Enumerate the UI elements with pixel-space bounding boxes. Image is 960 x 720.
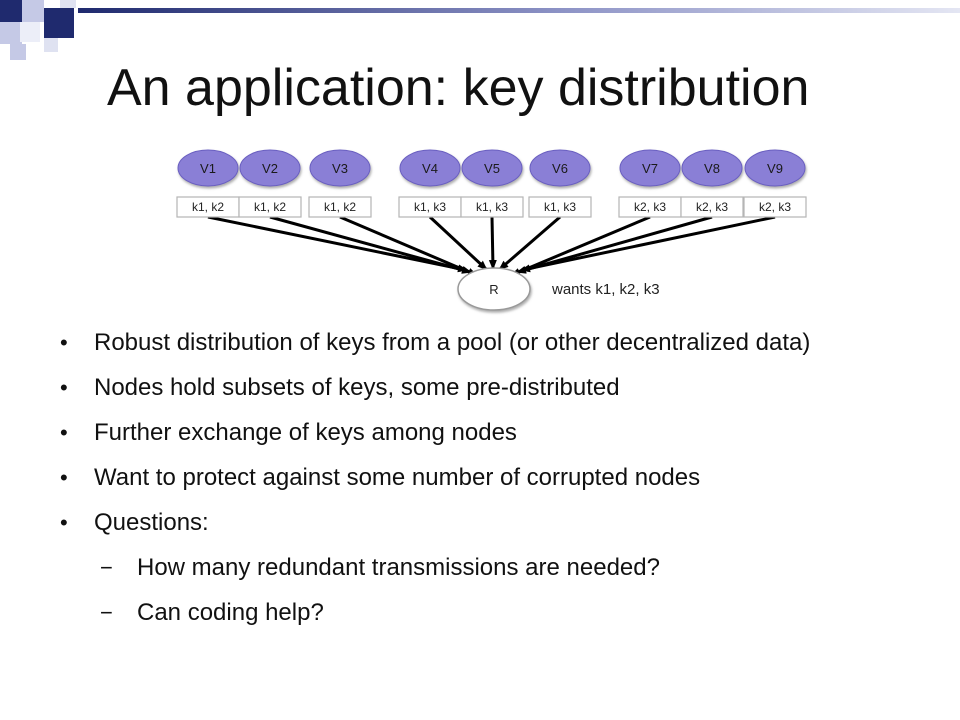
key-box bbox=[238, 196, 302, 218]
bullet-list: • Robust distribution of keys from a pool… bbox=[60, 325, 920, 640]
bullet-marker: • bbox=[60, 465, 68, 490]
node-label: V7 bbox=[642, 161, 658, 176]
node-v5: V5 k1, k3 bbox=[460, 149, 524, 218]
sub-bullet-item: −Can coding help? bbox=[60, 595, 920, 630]
corner-square-light-2 bbox=[0, 22, 22, 44]
receiver-note: wants k1, k2, k3 bbox=[551, 281, 660, 298]
key-box bbox=[743, 196, 807, 218]
bullet-marker: • bbox=[60, 510, 68, 535]
node-label: V1 bbox=[200, 161, 216, 176]
corner-square-light-1 bbox=[22, 0, 44, 22]
bullet-text: Further exchange of keys among nodes bbox=[94, 419, 517, 446]
node-ellipse bbox=[529, 149, 591, 187]
key-box bbox=[308, 196, 372, 218]
bullet-item: • Questions: bbox=[60, 505, 920, 540]
bullet-item: • Want to protect against some number of … bbox=[60, 460, 920, 495]
node-ellipse bbox=[619, 149, 681, 187]
corner-square-navy-2 bbox=[44, 8, 74, 38]
node-ellipse bbox=[309, 149, 371, 187]
node-v6: V6 k1, k3 bbox=[528, 149, 592, 218]
arrow-v2-to-r bbox=[269, 215, 472, 274]
node-v7: V7 k2, k3 bbox=[618, 149, 682, 218]
node-v3: V3 k1, k2 bbox=[308, 149, 372, 218]
header-rule bbox=[78, 8, 960, 13]
key-label: k1, k3 bbox=[476, 200, 508, 214]
arrow-v7-to-r bbox=[510, 215, 651, 277]
bullet-marker: − bbox=[100, 600, 113, 625]
arrow-v1-to-r bbox=[207, 215, 468, 273]
node-v8: V8 k2, k3 bbox=[680, 149, 744, 218]
key-label: k2, k3 bbox=[759, 200, 791, 214]
arrow-v9-to-r bbox=[520, 215, 776, 273]
key-label: k1, k3 bbox=[414, 200, 446, 214]
bullet-marker: − bbox=[100, 555, 113, 580]
slide-title: An application: key distribution bbox=[107, 59, 810, 117]
node-v4: V4 k1, k3 bbox=[398, 149, 462, 218]
key-label: k1, k3 bbox=[544, 200, 576, 214]
node-ellipse bbox=[744, 149, 806, 187]
node-v9: V9 k2, k3 bbox=[743, 149, 807, 218]
node-ellipse bbox=[461, 149, 523, 187]
bullet-marker: • bbox=[60, 420, 68, 445]
corner-square-light-5 bbox=[10, 44, 26, 60]
sub-bullet-item: −How many redundant transmissions are ne… bbox=[60, 550, 920, 585]
receiver-node bbox=[457, 267, 531, 311]
node-label: V3 bbox=[332, 161, 348, 176]
bullet-text: Questions: bbox=[94, 509, 209, 536]
key-label: k2, k3 bbox=[634, 200, 666, 214]
receiver-label: R bbox=[489, 282, 498, 297]
key-label: k1, k2 bbox=[254, 200, 286, 214]
bullet-text: Can coding help? bbox=[137, 599, 324, 626]
corner-square-light-3 bbox=[20, 22, 40, 42]
node-ellipse bbox=[399, 149, 461, 187]
bullet-item: • Robust distribution of keys from a pool… bbox=[60, 325, 920, 360]
arrow-v4-to-r bbox=[428, 215, 488, 271]
key-box bbox=[528, 196, 592, 218]
key-box bbox=[680, 196, 744, 218]
bullet-item: • Nodes hold subsets of keys, some pre-di… bbox=[60, 370, 920, 405]
node-label: V6 bbox=[552, 161, 568, 176]
corner-square-navy-1 bbox=[0, 0, 22, 22]
corner-square-light-4 bbox=[60, 0, 76, 8]
arrow-v6-to-r bbox=[498, 215, 561, 271]
key-box bbox=[460, 196, 524, 218]
arrow-v3-to-r bbox=[339, 215, 478, 277]
corner-square-light-6 bbox=[44, 38, 58, 52]
bullet-marker: • bbox=[60, 375, 68, 400]
node-v2: V2 k1, k2 bbox=[238, 149, 302, 218]
node-label: V5 bbox=[484, 161, 500, 176]
node-label: V9 bbox=[767, 161, 783, 176]
bullet-item: • Further exchange of keys among nodes bbox=[60, 415, 920, 450]
bullet-text: Robust distribution of keys from a pool … bbox=[94, 329, 811, 356]
node-ellipse bbox=[177, 149, 239, 187]
bullet-marker: • bbox=[60, 330, 68, 355]
key-label: k2, k3 bbox=[696, 200, 728, 214]
node-v1: V1 k1, k2 bbox=[176, 149, 240, 218]
node-label: V8 bbox=[704, 161, 720, 176]
node-label: V4 bbox=[422, 161, 438, 176]
key-label: k1, k2 bbox=[192, 200, 224, 214]
bullet-text: Nodes hold subsets of keys, some pre-dis… bbox=[94, 374, 620, 401]
bullet-text: Want to protect against some number of c… bbox=[94, 464, 701, 491]
key-label: k1, k2 bbox=[324, 200, 356, 214]
node-ellipse bbox=[681, 149, 743, 187]
bullet-text: How many redundant transmissions are nee… bbox=[137, 554, 660, 581]
node-label: V2 bbox=[262, 161, 278, 176]
arrow-v5-to-r bbox=[488, 216, 497, 270]
node-ellipse bbox=[239, 149, 301, 187]
